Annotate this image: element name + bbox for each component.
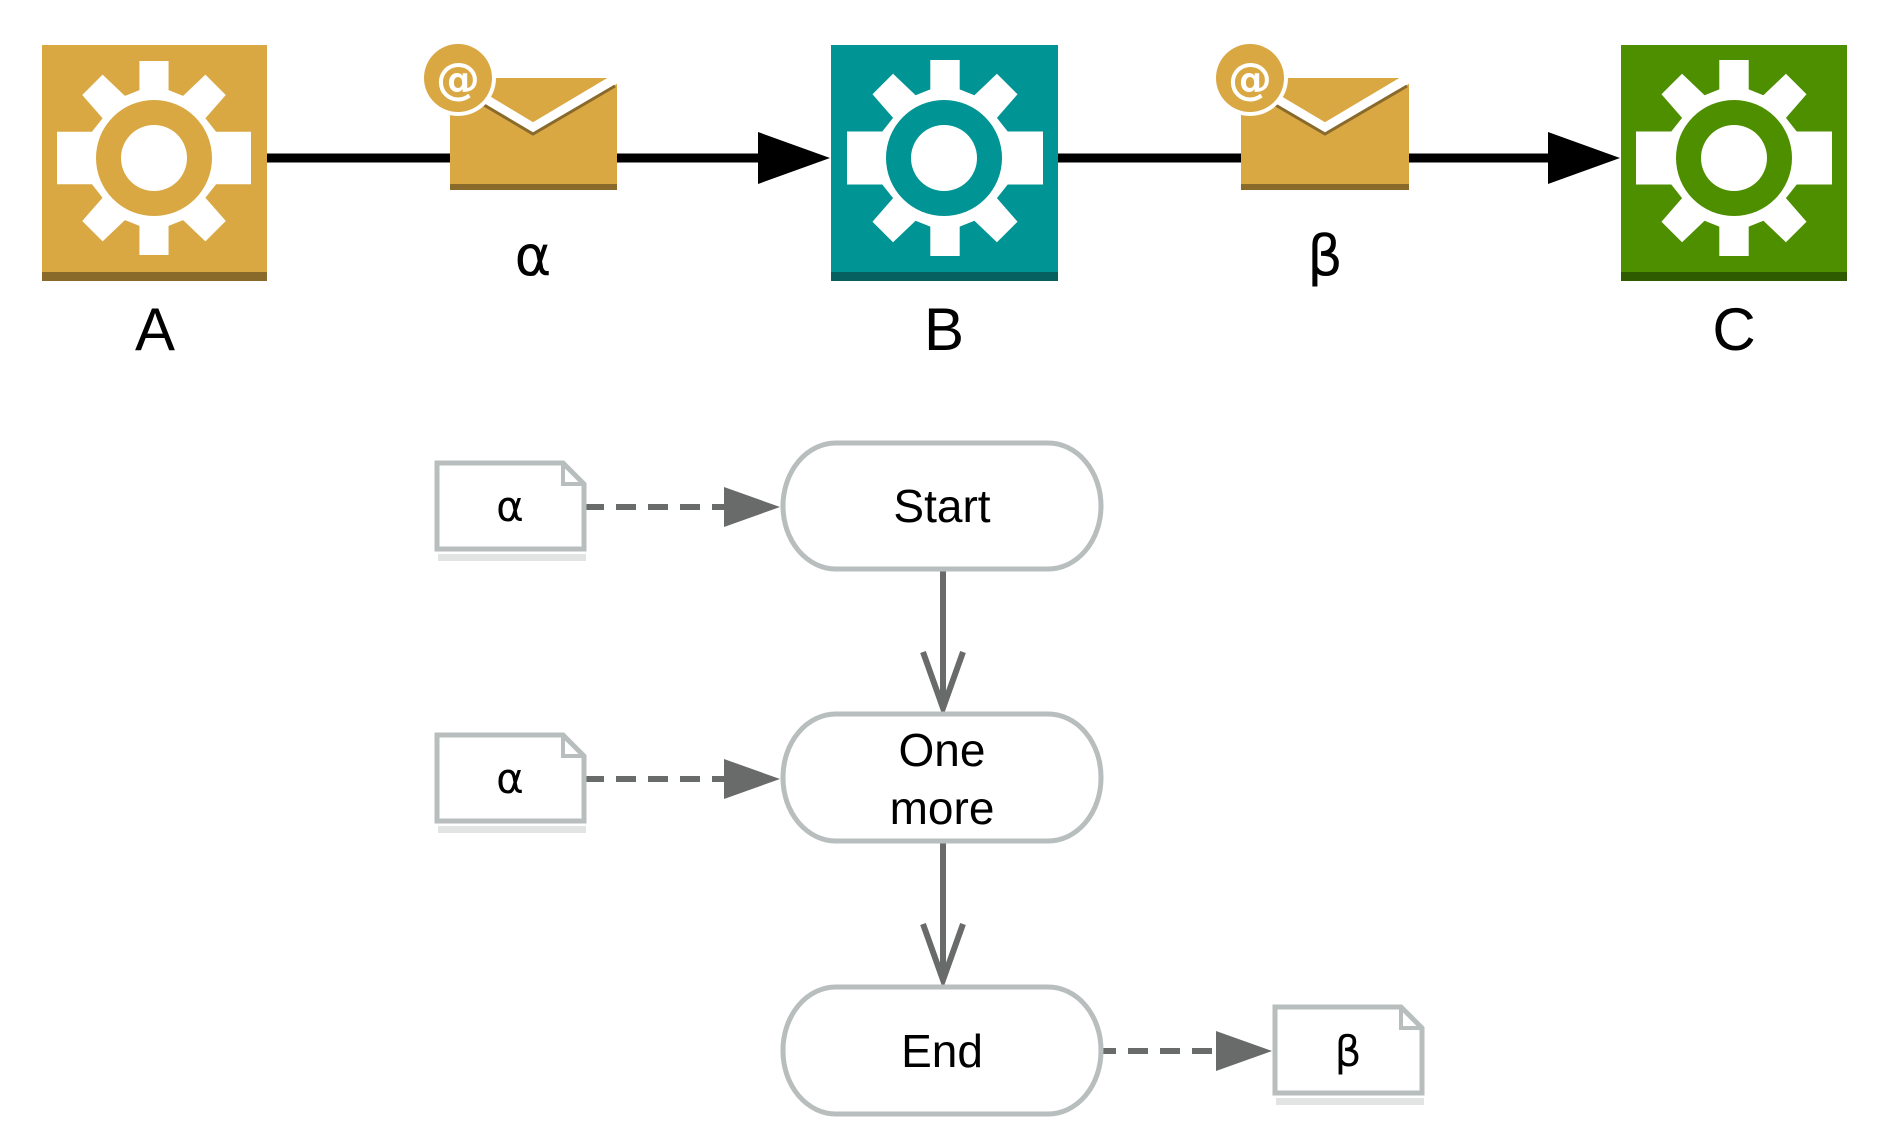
- arrowhead-to-b: [758, 132, 830, 184]
- doc-shadow: [438, 554, 586, 561]
- doc-input-alpha-1-label: α: [496, 482, 524, 531]
- service-b-label: B: [924, 296, 964, 363]
- email-envelope-icon: @: [1212, 40, 1412, 190]
- doc-shadow: [438, 826, 586, 833]
- message-beta-label: β: [1307, 224, 1343, 289]
- doc-input-alpha-2-label: α: [496, 754, 524, 803]
- flow-node-start[interactable]: Start: [780, 440, 1104, 572]
- flow-connectors: [920, 568, 966, 989]
- arrowhead-to-onemore: [920, 650, 966, 717]
- flow-node-start-label: Start: [893, 480, 990, 532]
- service-c[interactable]: C: [1621, 45, 1847, 363]
- svg-text:@: @: [1228, 54, 1272, 105]
- message-beta[interactable]: @ β: [1212, 40, 1412, 289]
- flow-node-one-more[interactable]: One more: [780, 711, 1104, 844]
- flow-node-end[interactable]: End: [780, 984, 1104, 1117]
- service-a-label: A: [135, 296, 175, 363]
- email-envelope-icon: @: [420, 40, 620, 190]
- arrowhead-to-beta: [1216, 1031, 1272, 1071]
- arrowhead-to-start: [724, 487, 780, 527]
- data-connectors: [584, 487, 1272, 1071]
- arrowhead-to-onemore-data: [724, 759, 780, 799]
- service-a[interactable]: A: [42, 45, 267, 363]
- doc-shadow: [1276, 1098, 1424, 1105]
- message-alpha-label: α: [515, 224, 552, 289]
- flow-node-end-label: End: [901, 1025, 983, 1077]
- service-c-label: C: [1712, 296, 1755, 363]
- flow-node-one-more-label-line1: One: [899, 724, 986, 776]
- service-b[interactable]: B: [831, 45, 1058, 363]
- arrowhead-to-end: [920, 922, 966, 989]
- doc-output-beta[interactable]: β: [1272, 1004, 1425, 1105]
- arrowhead-to-c: [1548, 132, 1620, 184]
- message-alpha[interactable]: @ α: [420, 40, 620, 289]
- doc-input-alpha-1[interactable]: α: [434, 460, 587, 561]
- doc-output-beta-label: β: [1335, 1027, 1362, 1076]
- flow-node-one-more-label-line2: more: [890, 782, 995, 834]
- svg-text:@: @: [436, 54, 480, 105]
- doc-input-alpha-2[interactable]: α: [434, 732, 587, 833]
